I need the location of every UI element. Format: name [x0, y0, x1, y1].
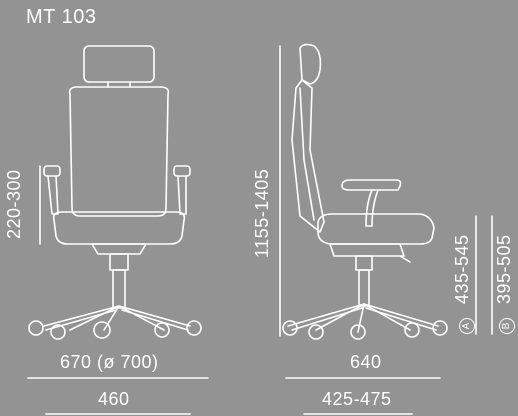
model-title: MT 103	[26, 6, 97, 28]
side-view-chair	[282, 43, 448, 340]
marker-b-circle: B	[499, 318, 515, 334]
width-label: 670 (ø 700)	[60, 352, 159, 372]
armrest-height-label: 220-300	[4, 169, 24, 239]
depth-label: 640	[350, 352, 382, 372]
seat-depth-label: 425-475	[322, 389, 392, 409]
seat-height-a-label: 435-545	[452, 234, 472, 304]
marker-a-circle: A	[459, 318, 475, 334]
front-view-chair	[28, 45, 202, 340]
total-height-label: 1155-1405	[252, 168, 272, 258]
seat-height-b-label: 395-505	[494, 234, 514, 304]
seat-width-label: 460	[98, 389, 130, 409]
